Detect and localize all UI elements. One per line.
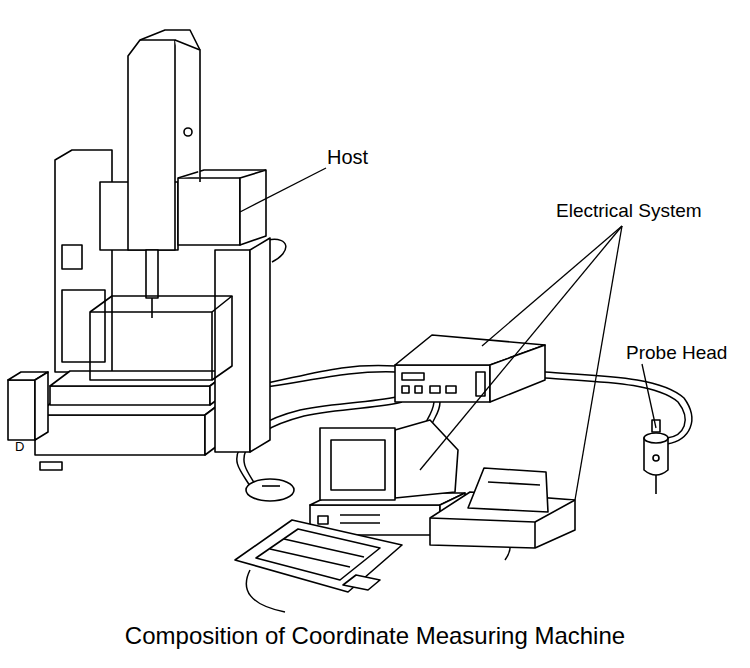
cmm-host-part	[128, 40, 175, 250]
controller-box-part	[490, 345, 545, 402]
computer-part	[395, 420, 458, 498]
printer-part	[468, 468, 548, 512]
probe-head-part	[644, 433, 668, 443]
part-label: Electrical System	[556, 200, 702, 222]
cmm-host-part	[90, 312, 212, 380]
cmm-host-part	[178, 178, 240, 245]
probe-head-part	[653, 455, 659, 461]
printer-part	[488, 482, 540, 485]
computer-part	[284, 539, 364, 557]
controller-box-part	[446, 386, 456, 393]
computer-part	[343, 575, 380, 590]
computer-part	[331, 440, 385, 490]
leader-line-part	[575, 226, 622, 500]
leader-line-part	[420, 226, 622, 470]
cmm-host-part	[35, 372, 48, 440]
cmm-host-part	[212, 296, 232, 380]
part-label: Host	[327, 146, 368, 169]
computer-part	[262, 485, 280, 487]
cmm-host-part	[250, 238, 270, 452]
computer-part	[246, 479, 294, 501]
leader-line-part	[642, 364, 656, 428]
cmm-host-part	[62, 290, 105, 362]
cmm-host-part	[50, 371, 230, 386]
cmm-host-part	[90, 296, 232, 312]
cmm-host	[8, 30, 270, 470]
leader-line-part	[240, 168, 326, 212]
cmm-host-part	[175, 40, 200, 182]
cmm-host-part	[140, 30, 200, 50]
cable-part	[246, 570, 285, 612]
printer	[430, 468, 575, 548]
cmm-host-part	[40, 462, 62, 470]
controller-box-part	[430, 386, 440, 393]
controller-box	[395, 335, 545, 402]
cmm-host-part	[8, 380, 35, 440]
cable-part	[545, 378, 685, 438]
controller-box-part	[395, 365, 490, 402]
cmm-host-part	[62, 245, 82, 269]
computer-part	[340, 514, 380, 516]
printer-part	[534, 522, 536, 548]
cmm-host-part	[151, 298, 153, 318]
cmm-host-part	[184, 128, 192, 136]
probe-head-part	[655, 475, 657, 494]
figure-caption: Composition of Coordinate Measuring Mach…	[0, 622, 750, 650]
part-label: Probe Head	[626, 342, 727, 364]
controller-box-part	[402, 386, 409, 393]
cable	[218, 239, 692, 612]
controller-box-part	[415, 386, 422, 393]
computer	[235, 420, 465, 592]
cable-part	[545, 372, 692, 444]
cmm-host-part	[178, 170, 266, 178]
cmm-host-part	[35, 415, 205, 455]
cmm-host-part	[146, 250, 158, 298]
computer-part	[320, 428, 395, 500]
cmm-host-part	[240, 170, 266, 245]
computer-part	[340, 522, 380, 524]
machine-mark: D	[15, 440, 24, 455]
controller-box-part	[402, 373, 424, 380]
computer-part	[256, 529, 380, 580]
computer-part	[235, 520, 402, 592]
computer-part	[318, 516, 328, 524]
leader-line-part	[482, 226, 622, 346]
cmm-host-part	[50, 386, 210, 405]
probe-head	[644, 420, 668, 494]
